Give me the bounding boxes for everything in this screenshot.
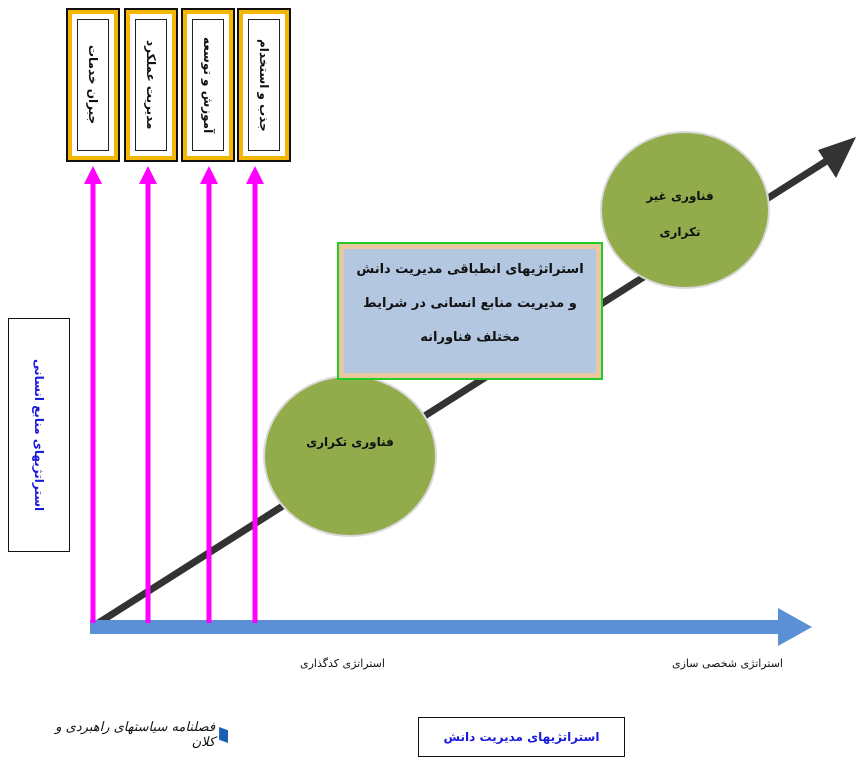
hr-box-recruitment: جذب و استخدام — [237, 8, 291, 162]
adaptive-strategies-box: استراتژیهای انطباقی مدیریت دانش و مدیریت… — [337, 242, 603, 380]
journal-logo: فصلنامه سیاستهای راهبردی و کلان — [48, 720, 228, 750]
oval-repetitive-technology — [263, 375, 437, 537]
oval-non-repetitive-technology — [600, 131, 770, 289]
km-axis-shaft — [90, 620, 780, 634]
hr-box-performance: مدیریت عملکرد — [124, 8, 178, 162]
hr-strategies-label: استراتژیهای منابع انسانی — [32, 358, 46, 512]
hr-arrowhead-performance — [139, 166, 157, 184]
km-strategies-label: استراتژیهای مدیریت دانش — [443, 730, 600, 744]
hr-label-recruitment: جذب و استخدام — [257, 38, 271, 132]
journal-logo-text: فصلنامه سیاستهای راهبردی و کلان — [55, 720, 216, 750]
hr-label-performance: مدیریت عملکرد — [144, 40, 158, 130]
hr-box-training: آموزش و توسعه — [181, 8, 235, 162]
personalization-strategy-label: استراتژی شخصی سازی — [672, 657, 783, 670]
km-axis-arrowhead — [778, 608, 812, 646]
hr-label-training: آموزش و توسعه — [201, 36, 215, 134]
hr-arrowhead-training — [200, 166, 218, 184]
journal-logo-icon — [219, 727, 228, 743]
hr-box-compensation: جبران خدمات — [66, 8, 120, 162]
hr-label-compensation: جبران خدمات — [86, 45, 100, 125]
technology-arrowhead — [818, 137, 856, 178]
hr-arrowhead-recruitment — [246, 166, 264, 184]
adaptive-strategies-line-1: استراتژیهای انطباقی مدیریت دانش — [356, 262, 584, 277]
hr-strategies-box: استراتژیهای منابع انسانی — [8, 318, 70, 552]
hr-arrowhead-compensation — [84, 166, 102, 184]
oval-repetitive-label: فناوری تکراری — [306, 435, 394, 450]
adaptive-strategies-line-3: مختلف فناورانه — [420, 330, 520, 345]
adaptive-strategies-line-2: و مدیریت منابع انسانی در شرایط — [363, 296, 577, 311]
oval-non-repetitive-label-2: تکراری — [660, 225, 701, 239]
oval-non-repetitive-label-1: فناوری غیر — [645, 189, 713, 204]
km-strategies-box: استراتژیهای مدیریت دانش — [418, 717, 625, 757]
codification-strategy-label: استراتژی کدگذاری — [300, 657, 385, 670]
